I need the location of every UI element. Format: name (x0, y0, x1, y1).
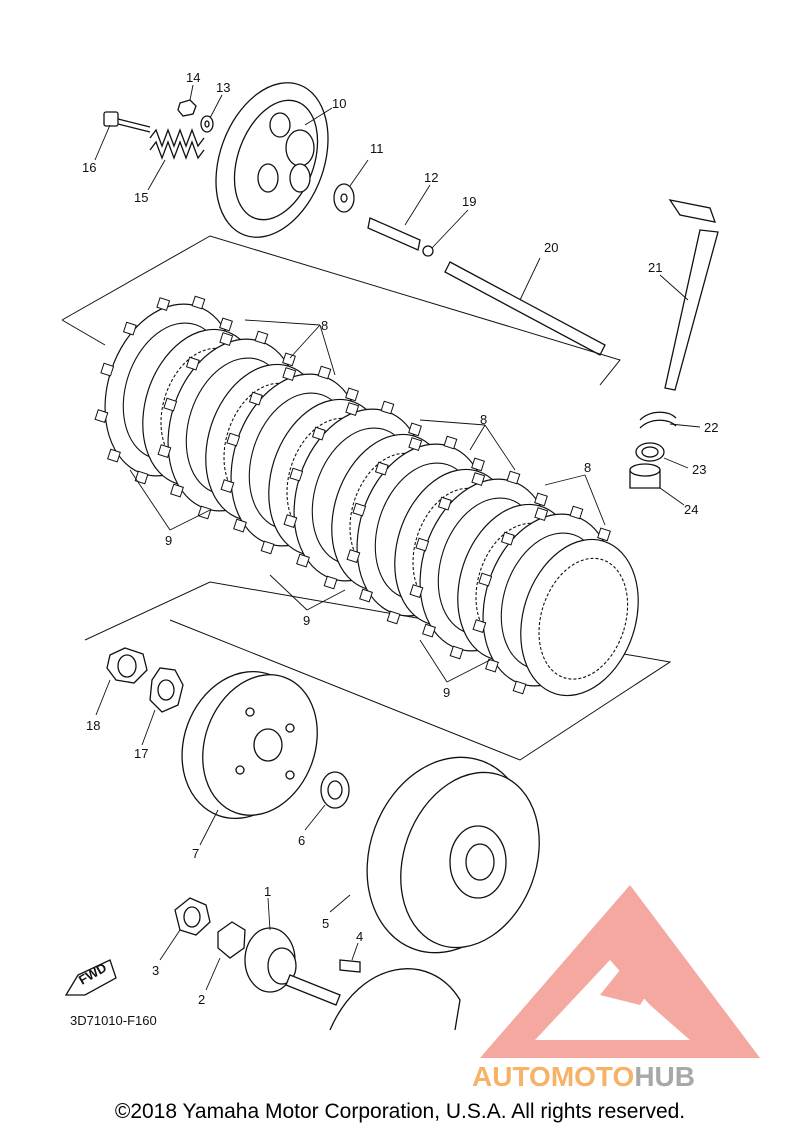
leader-lines (94, 84, 701, 991)
part-label-12: 12 (424, 170, 438, 185)
part-label-10: 10 (332, 96, 346, 111)
part-label-21: 21 (648, 260, 662, 275)
part-label-18: 18 (86, 718, 100, 733)
part-label-23: 23 (692, 462, 706, 477)
part-label-6: 6 (298, 833, 305, 848)
part-label-4: 4 (356, 929, 363, 944)
part-label-13: 13 (216, 80, 230, 95)
part-label-1: 1 (264, 884, 271, 899)
part-label-8b: 8 (480, 412, 487, 427)
part-label-3: 3 (152, 963, 159, 978)
plate-stack-outline (61, 235, 672, 761)
part-label-7: 7 (192, 846, 199, 861)
pressure-plate-group (103, 82, 606, 356)
watermark-part2: HUB (634, 1061, 695, 1092)
svg-text:AUTOMOTOHUB: AUTOMOTOHUB (472, 1061, 695, 1092)
diagram-code: 3D71010-F160 (70, 1013, 157, 1028)
clutch-shaft-group (629, 199, 719, 489)
part-label-16: 16 (82, 160, 96, 175)
part-label-19: 19 (462, 194, 476, 209)
part-labels: 14 13 10 11 12 19 20 21 22 23 24 16 15 8… (70, 70, 718, 1028)
part-label-17: 17 (134, 746, 148, 761)
part-label-22: 22 (704, 420, 718, 435)
part-label-9c: 9 (443, 685, 450, 700)
clutch-hub-group (64, 647, 540, 1031)
watermark-part1: AUTOMOTO (472, 1061, 634, 1092)
part-label-15: 15 (134, 190, 148, 205)
clutch-plates (94, 295, 639, 697)
part-label-8a: 8 (321, 318, 328, 333)
part-label-9b: 9 (303, 613, 310, 628)
watermark-logo: AUTOMOTOHUB (472, 885, 760, 1092)
part-label-5: 5 (322, 916, 329, 931)
part-label-14: 14 (186, 70, 200, 85)
copyright-text: ©2018 Yamaha Motor Corporation, U.S.A. A… (114, 1100, 686, 1123)
part-label-9a: 9 (165, 533, 172, 548)
clutch-plate (520, 538, 639, 697)
part-label-8c: 8 (584, 460, 591, 475)
part-label-2: 2 (198, 992, 205, 1007)
part-label-20: 20 (544, 240, 558, 255)
part-label-24: 24 (684, 502, 698, 517)
part-label-11: 11 (370, 141, 384, 156)
